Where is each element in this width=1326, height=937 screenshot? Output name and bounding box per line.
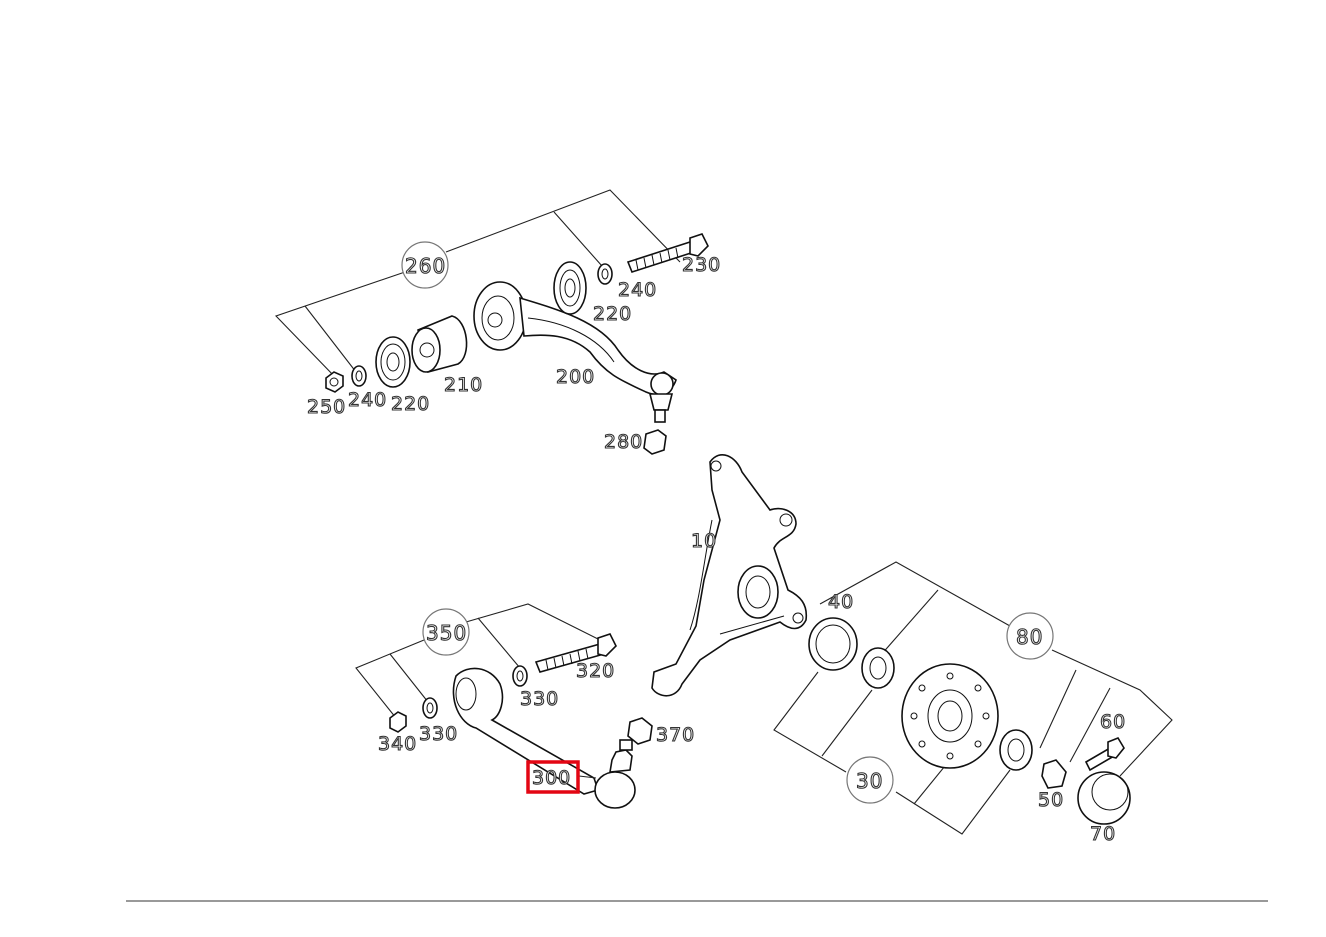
part-370-nut[interactable] [627, 717, 653, 745]
part-320-bolt[interactable] [534, 633, 617, 673]
label-280[interactable]: 280 [603, 430, 643, 453]
part-60-bolt[interactable] [1084, 737, 1125, 772]
label-80[interactable]: 80 [1015, 624, 1043, 649]
lower-arm-assembly [355, 603, 653, 809]
label-240-left[interactable]: 240 [347, 388, 387, 411]
label-40[interactable]: 40 [827, 590, 854, 613]
leader-260-220 [553, 211, 603, 267]
label-300[interactable]: 300 [531, 766, 571, 789]
label-60[interactable]: 60 [1099, 710, 1126, 733]
leader-260-240 [304, 305, 357, 373]
upper-arm-assembly [275, 189, 709, 455]
label-330-right[interactable]: 330 [519, 687, 559, 710]
highlight-box-300 [526, 760, 580, 794]
label-260[interactable]: 260 [404, 253, 446, 278]
hub-assembly [773, 561, 1173, 835]
part-240-washer-left[interactable] [351, 365, 367, 387]
leader-80-bearing [879, 589, 939, 657]
leader-30-right [895, 769, 1011, 835]
leader-30-left [773, 671, 847, 773]
label-250[interactable]: 250 [306, 395, 346, 418]
part-40-seal[interactable] [808, 617, 858, 671]
callout-circle-80 [1006, 612, 1054, 660]
label-220-right[interactable]: 220 [592, 302, 632, 325]
part-250-nut[interactable] [325, 371, 344, 393]
label-370[interactable]: 370 [655, 723, 695, 746]
part-bearing[interactable] [861, 647, 895, 689]
part-240-washer-right[interactable] [597, 263, 613, 285]
leader-260-left [275, 271, 406, 379]
label-320[interactable]: 320 [575, 659, 615, 682]
part-280-nut[interactable] [643, 429, 667, 455]
callout-circle-350 [422, 608, 470, 656]
leader-260-right [445, 189, 681, 263]
label-30[interactable]: 30 [855, 768, 883, 793]
part-200-upper-control-arm[interactable] [473, 281, 677, 423]
leader-30-bearing [821, 689, 873, 757]
callout-circle-30 [846, 756, 894, 804]
part-50-clamp-nut[interactable] [1041, 759, 1067, 789]
leader-80-60 [1069, 687, 1111, 763]
label-50[interactable]: 50 [1037, 788, 1064, 811]
leader-350-330 [389, 653, 429, 703]
leader-80-50 [1039, 669, 1077, 749]
part-330-washer-left[interactable] [422, 697, 438, 719]
label-10[interactable]: 10 [690, 529, 717, 552]
label-70[interactable]: 70 [1089, 822, 1116, 845]
leader-350-left [355, 639, 425, 719]
part-70-grease-cap[interactable] [1077, 771, 1131, 825]
label-330-left[interactable]: 330 [418, 722, 458, 745]
part-220-bushing-left[interactable] [375, 336, 411, 388]
label-200[interactable]: 200 [555, 365, 595, 388]
label-210[interactable]: 210 [443, 373, 483, 396]
part-outer-bearing[interactable] [999, 729, 1033, 771]
part-210-bushing[interactable] [411, 315, 468, 373]
callout-circle-260 [401, 241, 449, 289]
leader-350-right [465, 603, 601, 641]
label-240-right[interactable]: 240 [617, 278, 657, 301]
part-220-bushing-right[interactable] [553, 261, 587, 315]
part-10-steering-knuckle[interactable] [651, 454, 808, 697]
leader-80-top [819, 561, 1011, 627]
leader-80-right [1051, 649, 1173, 777]
part-wheel-hub[interactable] [901, 663, 999, 769]
label-220-left[interactable]: 220 [390, 392, 430, 415]
leader-350-330b [477, 617, 521, 669]
label-230[interactable]: 230 [681, 253, 721, 276]
label-340[interactable]: 340 [377, 732, 417, 755]
leader-300 [578, 775, 597, 779]
part-330-washer-right[interactable] [512, 665, 528, 687]
part-230-bolt[interactable] [626, 233, 709, 273]
part-340-nut[interactable] [389, 711, 407, 733]
label-350[interactable]: 350 [425, 620, 467, 645]
